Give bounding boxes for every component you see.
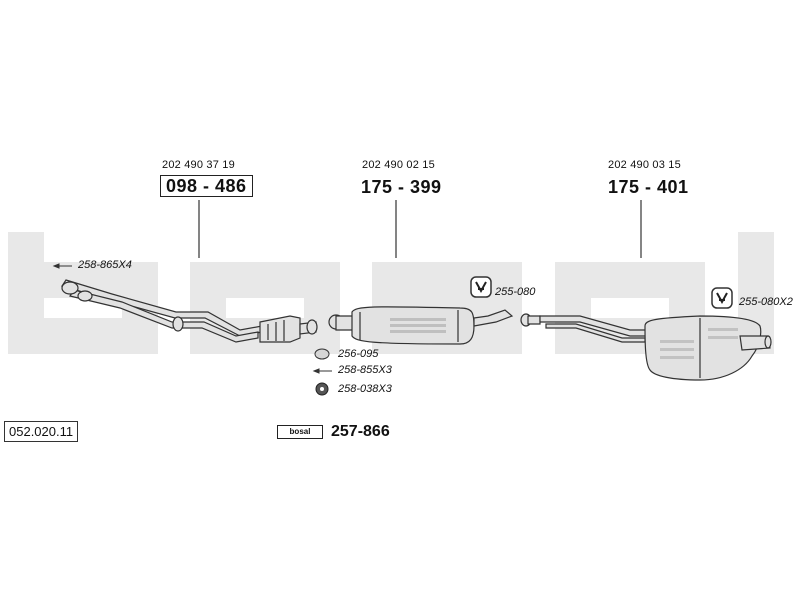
clamp-icon [470, 276, 492, 298]
part-number-rear[interactable]: 175 - 401 [608, 177, 689, 197]
accessory-code: 258-855X3 [338, 364, 392, 376]
bosal-watermark [8, 232, 774, 354]
clamp-icon-rear [711, 287, 733, 309]
nut-icon [315, 382, 329, 396]
accessory-code: 255-080X2 [739, 296, 793, 308]
front-pipe-catalyst [61, 279, 318, 343]
accessory-code: 258-038X3 [338, 383, 392, 395]
leader-lines [198, 200, 642, 258]
accessory-code: 258-865X4 [78, 259, 132, 271]
diagram-code: 052.020.11 [4, 421, 79, 442]
bolt-arrow-icon-2 [312, 368, 332, 374]
bolt-arrow-icon [52, 263, 72, 269]
oem-number-center: 202 490 02 15 [362, 159, 435, 171]
accessory-code: 255-080 [495, 286, 536, 298]
center-muffler [328, 306, 514, 345]
oem-number-front: 202 490 37 19 [162, 159, 235, 171]
rubber-mount-icon [314, 348, 330, 360]
part-number-front[interactable]: 098 - 486 [160, 175, 253, 197]
accessory-code: 256-095 [338, 348, 379, 360]
kit-brand-logo: bosal [277, 425, 323, 439]
kit-part-number[interactable]: 257-866 [331, 423, 390, 440]
part-number-center[interactable]: 175 - 399 [361, 177, 442, 197]
oem-number-rear: 202 490 03 15 [608, 159, 681, 171]
rear-silencer [520, 313, 772, 381]
